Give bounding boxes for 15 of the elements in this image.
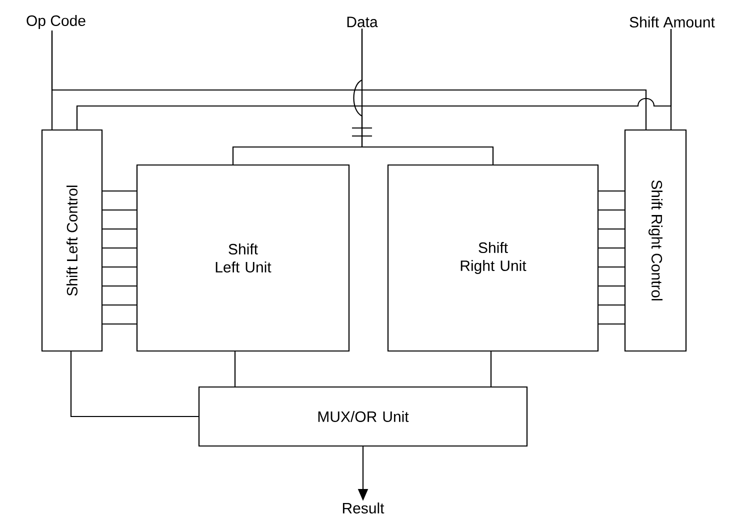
wire bbox=[70, 352, 198, 418]
input-label: Data bbox=[347, 16, 378, 28]
wire bbox=[361, 28, 494, 164]
unit-block: Shift Right Unit bbox=[387, 164, 599, 352]
output-label: Result bbox=[342, 502, 384, 514]
control-block: Shift Right Control bbox=[624, 129, 687, 352]
wire bbox=[490, 352, 492, 386]
unit-block: Shift Left Unit bbox=[136, 164, 350, 352]
mux-block: MUX/OR Unit bbox=[198, 386, 528, 447]
input-label: Shift Amount bbox=[630, 16, 715, 28]
control-block: Shift Left Control bbox=[41, 129, 103, 352]
input-label: Op Code bbox=[26, 15, 86, 29]
bus-lines bbox=[598, 190, 625, 325]
bus-lines bbox=[102, 190, 137, 325]
wire bbox=[234, 352, 236, 386]
